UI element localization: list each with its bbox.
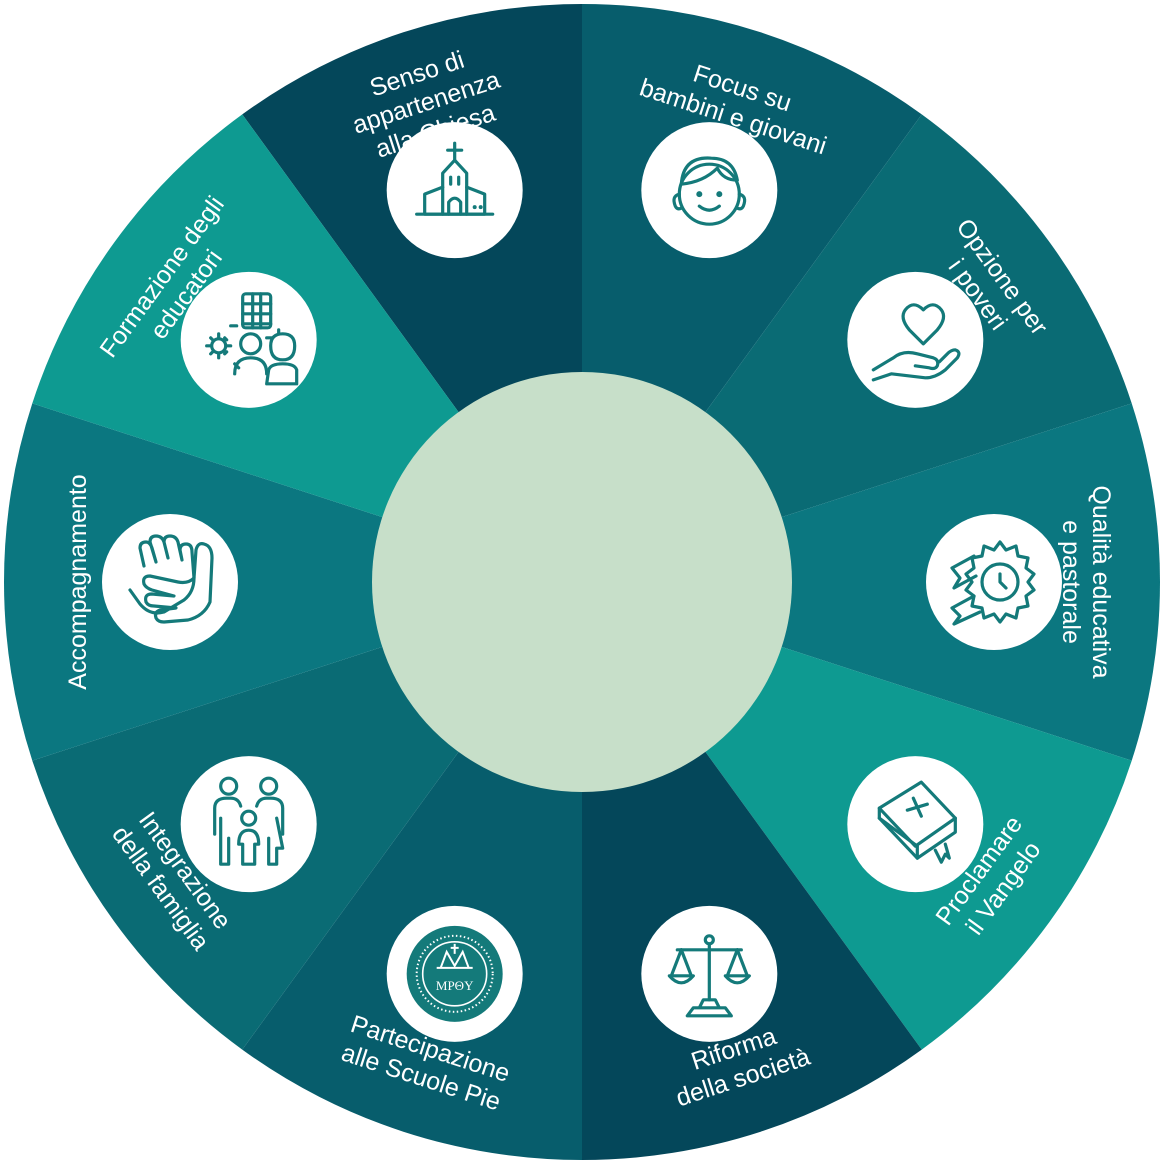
segment-qualita (582, 403, 1160, 761)
segment-accompagnamento (3, 403, 582, 761)
center-hub (372, 372, 792, 792)
seal-text: MPΘY (436, 978, 474, 993)
segment-label-accompagnamento: Accompagnamento (64, 474, 92, 689)
icon-circle-accompagnamento (102, 514, 238, 650)
icon-circle-qualita (926, 514, 1062, 650)
segment-label-line: Accompagnamento (64, 474, 92, 689)
segment-label-line: e pastorale (1057, 520, 1085, 644)
icon-circle-opzione (847, 271, 984, 408)
piarist-seal-icon (405, 924, 504, 1023)
icon-circle-formazione (180, 271, 317, 408)
icon-circle-senso (386, 122, 523, 259)
icon-circle-focus (641, 122, 778, 259)
segment-label-line: Qualità educativa (1087, 485, 1115, 678)
